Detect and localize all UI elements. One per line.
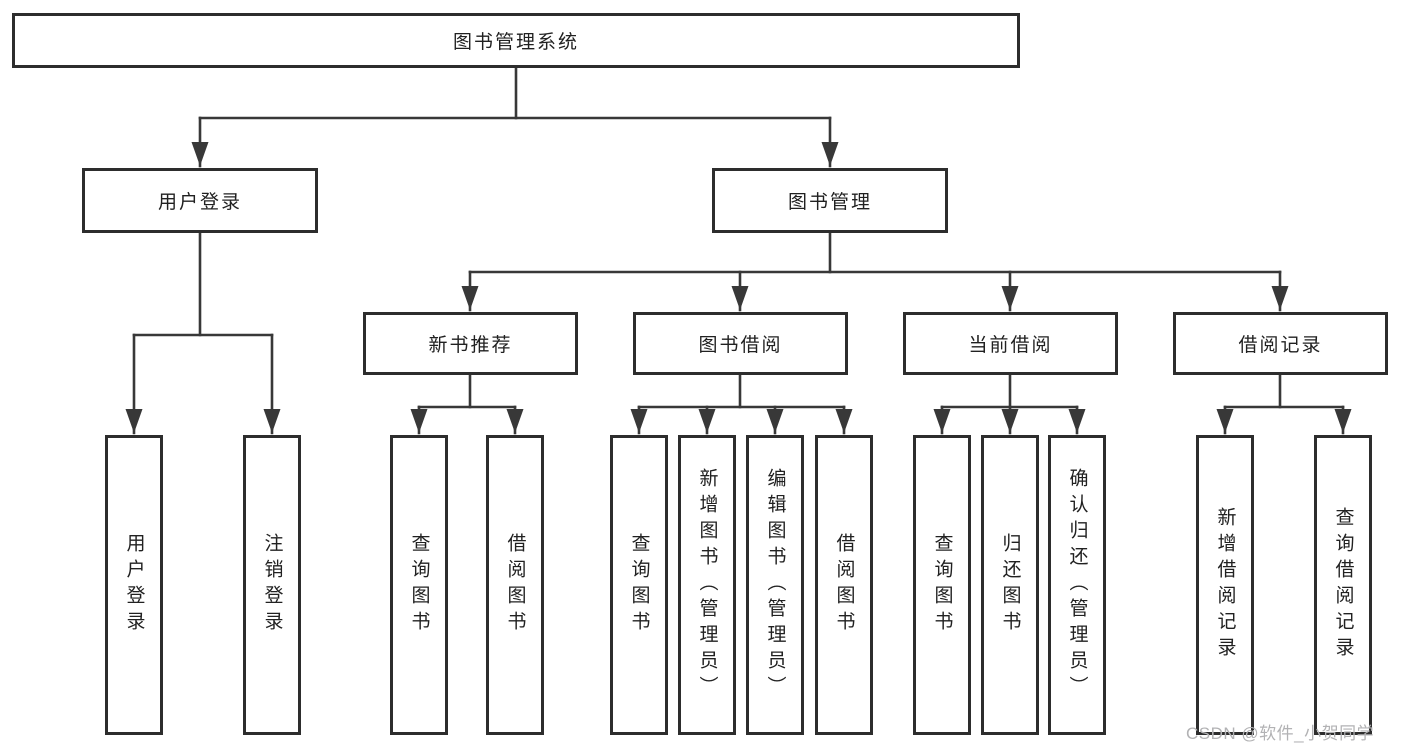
leaf-borrow-books-label: 借阅图书 bbox=[833, 533, 855, 637]
leaf-borrow-books-recommend: 借阅图书 bbox=[486, 435, 544, 735]
node-new-book-recommend-label: 新书推荐 bbox=[428, 335, 513, 356]
leaf-query-books-borrowing: 查询图书 bbox=[610, 435, 668, 735]
leaf-user-login: 用户登录 bbox=[105, 435, 163, 735]
leaf-return-books: 归还图书 bbox=[981, 435, 1039, 735]
leaf-edit-books-admin-label: 编辑图书（管理员） bbox=[764, 468, 786, 702]
node-borrowing-records-label: 借阅记录 bbox=[1238, 335, 1323, 356]
node-root-library-management-system: 图书管理系统 bbox=[12, 13, 1020, 68]
leaf-borrow-books-recommend-label: 借阅图书 bbox=[504, 533, 526, 637]
node-current-borrowing-label: 当前借阅 bbox=[968, 335, 1053, 356]
leaf-query-books-recommend: 查询图书 bbox=[390, 435, 448, 735]
csdn-watermark: CSDN @软件_小贺同学 bbox=[1186, 724, 1375, 743]
leaf-borrow-books: 借阅图书 bbox=[815, 435, 873, 735]
leaf-query-books-recommend-label: 查询图书 bbox=[408, 533, 430, 637]
node-book-borrowing: 图书借阅 bbox=[633, 312, 848, 375]
leaf-query-books-current: 查询图书 bbox=[913, 435, 971, 735]
leaf-add-borrow-record: 新增借阅记录 bbox=[1196, 435, 1254, 735]
node-current-borrowing: 当前借阅 bbox=[903, 312, 1118, 375]
node-root-label: 图书管理系统 bbox=[452, 32, 579, 53]
leaf-query-books-borrowing-label: 查询图书 bbox=[628, 533, 650, 637]
leaf-logout-label: 注销登录 bbox=[261, 533, 283, 637]
leaf-query-books-current-label: 查询图书 bbox=[931, 533, 953, 637]
node-book-management-label: 图书管理 bbox=[787, 192, 872, 213]
node-new-book-recommend: 新书推荐 bbox=[363, 312, 578, 375]
leaf-user-login-label: 用户登录 bbox=[123, 533, 145, 637]
node-book-management: 图书管理 bbox=[712, 168, 948, 233]
node-book-borrowing-label: 图书借阅 bbox=[698, 335, 783, 356]
leaf-query-borrow-record: 查询借阅记录 bbox=[1314, 435, 1372, 735]
leaf-query-borrow-record-label: 查询借阅记录 bbox=[1332, 507, 1354, 663]
leaf-edit-books-admin: 编辑图书（管理员） bbox=[746, 435, 804, 735]
node-user-login-label: 用户登录 bbox=[157, 192, 242, 213]
node-borrowing-records: 借阅记录 bbox=[1173, 312, 1388, 375]
leaf-add-books-admin: 新增图书（管理员） bbox=[678, 435, 736, 735]
leaf-confirm-return-admin-label: 确认归还（管理员） bbox=[1066, 468, 1088, 702]
node-user-login: 用户登录 bbox=[82, 168, 318, 233]
leaf-return-books-label: 归还图书 bbox=[999, 533, 1021, 637]
leaf-logout: 注销登录 bbox=[243, 435, 301, 735]
leaf-add-books-admin-label: 新增图书（管理员） bbox=[696, 468, 718, 702]
leaf-add-borrow-record-label: 新增借阅记录 bbox=[1214, 507, 1236, 663]
leaf-confirm-return-admin: 确认归还（管理员） bbox=[1048, 435, 1106, 735]
